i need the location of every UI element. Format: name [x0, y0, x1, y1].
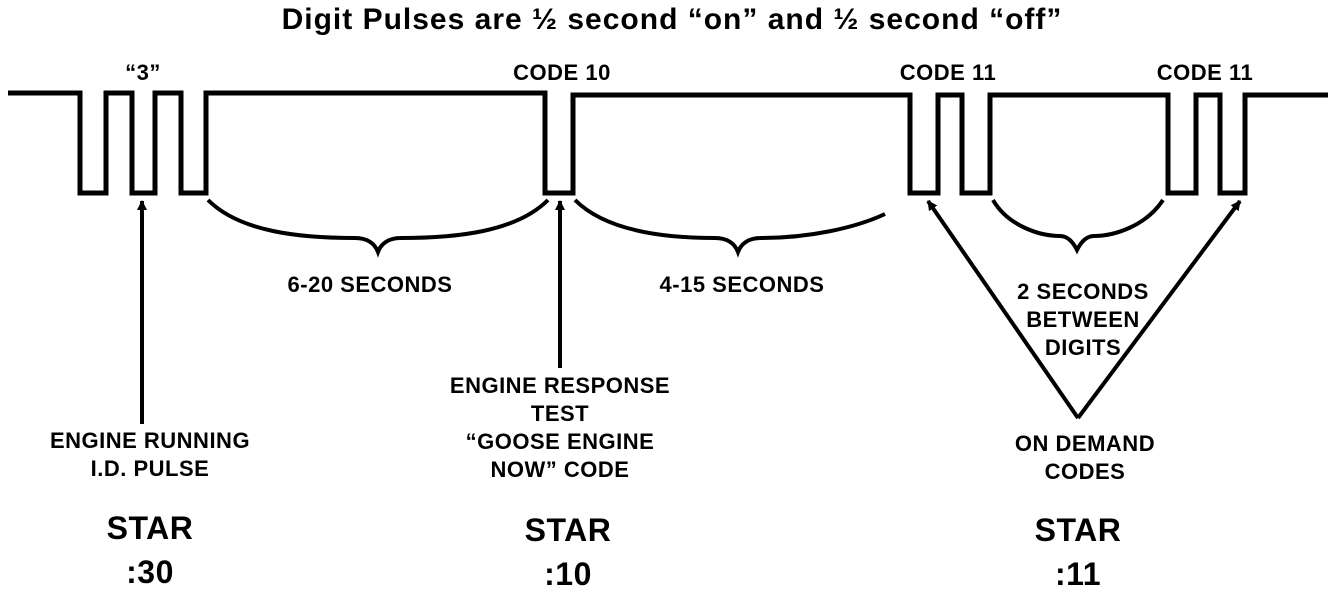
star-code-11-word: STAR — [1034, 512, 1122, 548]
callout-response-line3: “GOOSE ENGINE — [465, 429, 655, 454]
pulse-waveform — [8, 90, 1328, 196]
star-code-11: STAR :11 — [1035, 508, 1122, 596]
interval-4-15-seconds: 4-15 SECONDS — [659, 272, 825, 297]
callout-response-line2: TEST — [530, 401, 590, 426]
star-code-10: STAR :10 — [525, 508, 612, 596]
interval-2-seconds-line1: 2 SECONDS — [1017, 279, 1149, 304]
brace-6-20-seconds — [206, 198, 550, 258]
callout-engine-response-test: ENGINE RESPONSE TEST “GOOSE ENGINE NOW” … — [450, 372, 670, 484]
star-code-30: STAR :30 — [107, 506, 194, 594]
arrow-demand-code-b — [1076, 199, 1242, 420]
callout-demand-line1: ON DEMAND — [1014, 431, 1156, 456]
callout-response-line1: ENGINE RESPONSE — [449, 373, 671, 398]
star-code-30-value: :30 — [126, 554, 174, 590]
interval-6-20-seconds: 6-20 SECONDS — [287, 272, 453, 297]
star-code-10-value: :10 — [544, 556, 592, 592]
callout-response-line4: NOW” CODE — [490, 457, 630, 482]
interval-2-seconds-line3: DIGITS — [1044, 335, 1122, 360]
star-code-30-word: STAR — [106, 510, 194, 546]
pulse-label-code-11-first: CODE 11 — [899, 60, 997, 85]
brace-2-seconds — [991, 198, 1165, 255]
pulse-label-code-11-second: CODE 11 — [1156, 60, 1254, 85]
diagram-title: Digit Pulses are ½ second “on” and ½ sec… — [281, 3, 1063, 36]
star-code-11-value: :11 — [1055, 556, 1101, 592]
pulse-label-code-10: CODE 10 — [513, 60, 611, 85]
interval-2-seconds-line2: BETWEEN — [1026, 307, 1140, 332]
star-code-10-word: STAR — [524, 512, 612, 548]
callout-id-pulse-line1: ENGINE RUNNING — [49, 428, 251, 453]
brace-4-15-seconds — [573, 198, 886, 258]
callout-id-pulse-line2: I.D. PULSE — [90, 456, 210, 481]
callout-engine-running-id-pulse: ENGINE RUNNING I.D. PULSE — [50, 427, 250, 483]
callout-demand-line2: CODES — [1044, 459, 1126, 484]
interval-2-seconds-between-digits: 2 SECONDS BETWEEN DIGITS — [1017, 278, 1149, 362]
callout-on-demand-codes: ON DEMAND CODES — [1015, 430, 1155, 486]
arrow-demand-code-a — [926, 199, 1080, 420]
pulse-label-3: “3” — [125, 60, 161, 85]
